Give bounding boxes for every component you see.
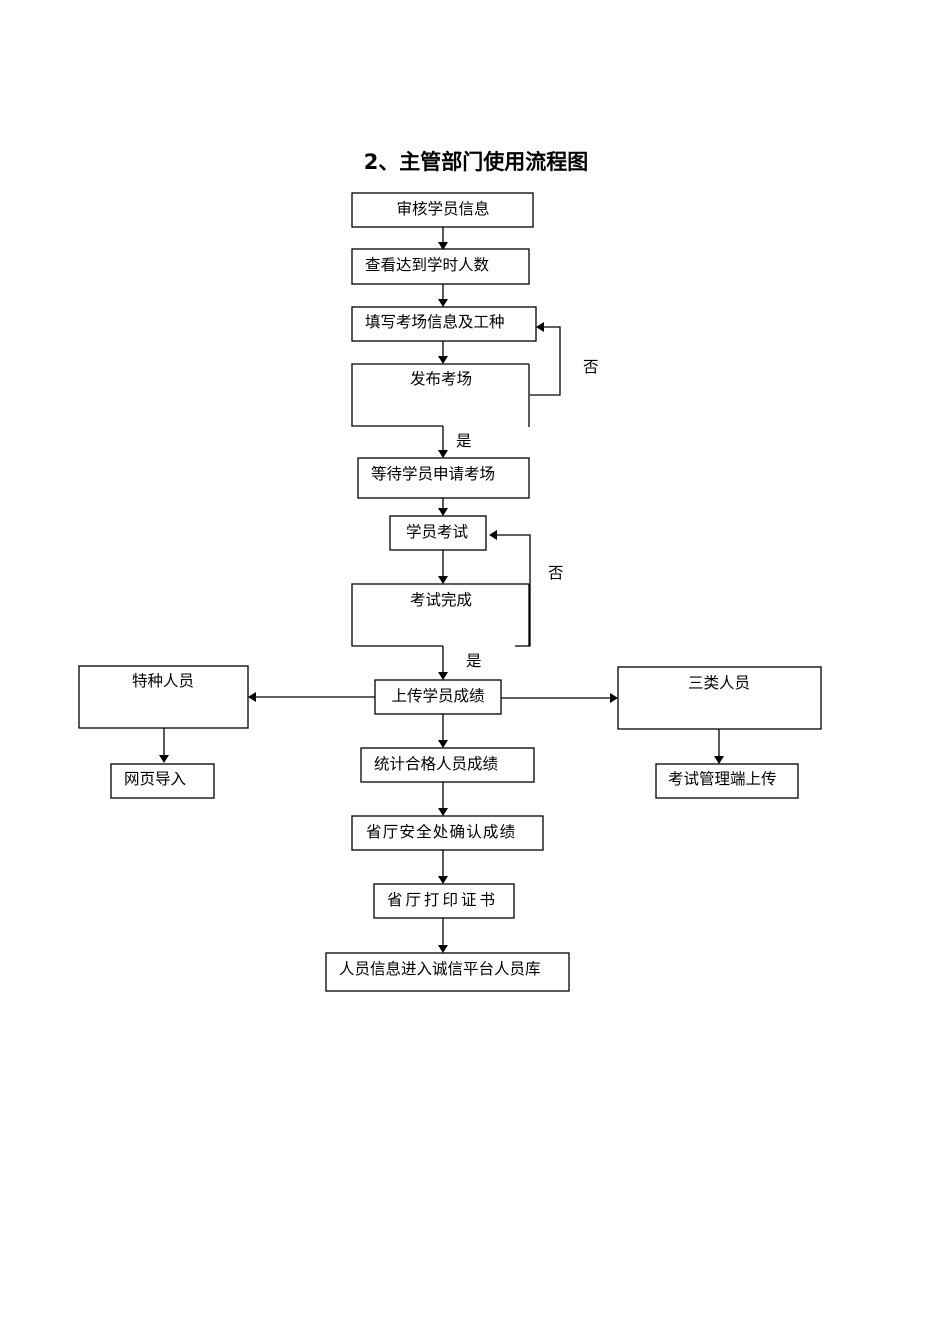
- node-special: 特种人员: [78, 665, 249, 729]
- arrow-head: [438, 576, 448, 584]
- node-province-confirm-label: 省厅安全处确认成绩: [366, 823, 516, 841]
- arrow-head: [438, 740, 448, 748]
- label-yes-2: 是: [466, 652, 482, 670]
- arrow-head: [438, 876, 448, 884]
- arrow-head: [438, 808, 448, 816]
- node-upload-label: 上传学员成绩: [391, 687, 484, 705]
- arrow-head: [438, 672, 448, 680]
- node-admin-upload: 考试管理端上传: [655, 763, 799, 799]
- node-wait-apply-label: 等待学员申请考场: [371, 465, 495, 483]
- arrow-head: [610, 693, 618, 703]
- node-third-class-label: 三类人员: [688, 674, 750, 692]
- node-review-label: 审核学员信息: [396, 200, 489, 218]
- node-exam-label: 学员考试: [406, 523, 468, 541]
- node-stats-label: 统计合格人员成绩: [374, 755, 498, 773]
- node-fill-info: 填写考场信息及工种: [351, 306, 537, 342]
- node-stats: 统计合格人员成绩: [360, 747, 535, 783]
- arrow-head: [714, 756, 724, 764]
- node-credit-db-label: 人员信息进入诚信平台人员库: [339, 960, 541, 978]
- arrow-head: [438, 299, 448, 307]
- node-third-class: 三类人员: [617, 666, 822, 730]
- node-province-confirm: 省厅安全处确认成绩: [351, 815, 544, 851]
- node-review: 审核学员信息: [351, 192, 534, 228]
- arrow-head: [438, 242, 448, 250]
- node-web-import-label: 网页导入: [124, 770, 186, 788]
- arrow-head: [438, 450, 448, 458]
- node-upload: 上传学员成绩: [374, 679, 502, 715]
- node-fill-info-label: 填写考场信息及工种: [365, 313, 505, 331]
- label-no-2: 否: [548, 564, 564, 582]
- node-exam-done: 考试完成: [351, 583, 530, 647]
- arrow-head: [489, 530, 497, 540]
- node-view-count: 查看达到学时人数: [351, 248, 530, 285]
- arrow-head: [536, 322, 544, 332]
- arrow-head: [438, 356, 448, 364]
- node-web-import: 网页导入: [110, 763, 215, 799]
- arrow-head: [159, 755, 169, 763]
- arrow-head: [438, 945, 448, 953]
- arrow-head: [248, 692, 256, 702]
- node-publish: 发布考场: [351, 363, 530, 427]
- loop-connector-2: [497, 534, 531, 647]
- arrow-head: [438, 508, 448, 516]
- node-special-label: 特种人员: [132, 672, 194, 690]
- node-wait-apply: 等待学员申请考场: [357, 457, 530, 499]
- node-admin-upload-label: 考试管理端上传: [668, 770, 777, 788]
- node-print-cert-label: 省厅打印证书: [387, 891, 498, 909]
- node-view-count-label: 查看达到学时人数: [365, 256, 490, 274]
- label-yes-1: 是: [456, 432, 472, 450]
- node-credit-db: 人员信息进入诚信平台人员库: [325, 952, 570, 992]
- node-print-cert: 省厅打印证书: [373, 883, 515, 919]
- label-no-1: 否: [583, 358, 599, 376]
- node-exam-done-label: 考试完成: [410, 591, 472, 609]
- node-publish-label: 发布考场: [410, 370, 472, 388]
- loop-connector-1: [530, 326, 561, 396]
- page-title: 2、主管部门使用流程图: [364, 150, 589, 174]
- node-exam: 学员考试: [389, 515, 487, 551]
